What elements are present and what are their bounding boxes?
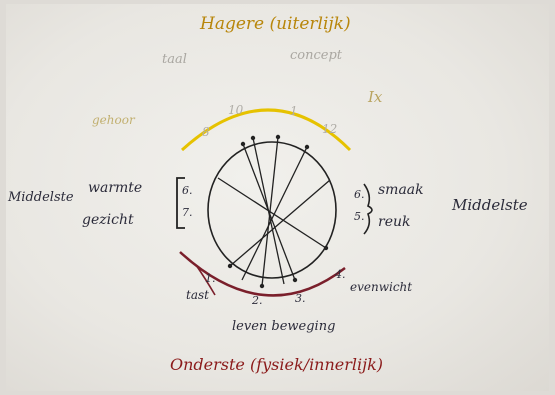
arc-number-10: 10 [228,103,243,117]
right-bracket [364,184,372,234]
top-left-word: taal [162,52,187,67]
right-top-word: smaak [378,182,424,198]
left-bottom-word: gezicht [82,212,134,228]
right-middle-label: Middelste [452,196,528,214]
left-bracket-top-number: 6. [182,184,193,197]
top-far-right: Ix [368,88,382,106]
top-title: Hagere (uiterlijk) [200,14,351,34]
bottom-left-number: 1. [205,272,216,285]
right-bracket-top-number: 6. [354,188,365,201]
left-top-word: warmte [88,180,142,196]
bottom-left-word: tast [186,288,209,302]
bottom-right-word: evenwicht [350,280,412,294]
hearing-label: gehoor [92,113,135,127]
top-right-word: concept [290,48,342,63]
bottom-title: Onderste (fysiek/innerlijk) [170,355,383,374]
arc-number-8: 8 [202,125,210,139]
left-bracket-bottom-number: 7. [182,206,193,219]
central-circle [208,142,336,278]
bottom-number-2: 2. [252,294,263,307]
bottom-number-3: 3. [295,292,306,305]
left-middle-label: Middelste [8,190,74,205]
arc-number-12: 12 [322,122,337,136]
right-bottom-word: reuk [378,214,410,230]
bottom-right-number: 4. [335,268,346,281]
right-bracket-bottom-number: 5. [354,210,365,223]
bottom-words: leven beweging [232,319,335,334]
arc-number-1: 1 [290,104,298,118]
spokes [218,137,330,286]
